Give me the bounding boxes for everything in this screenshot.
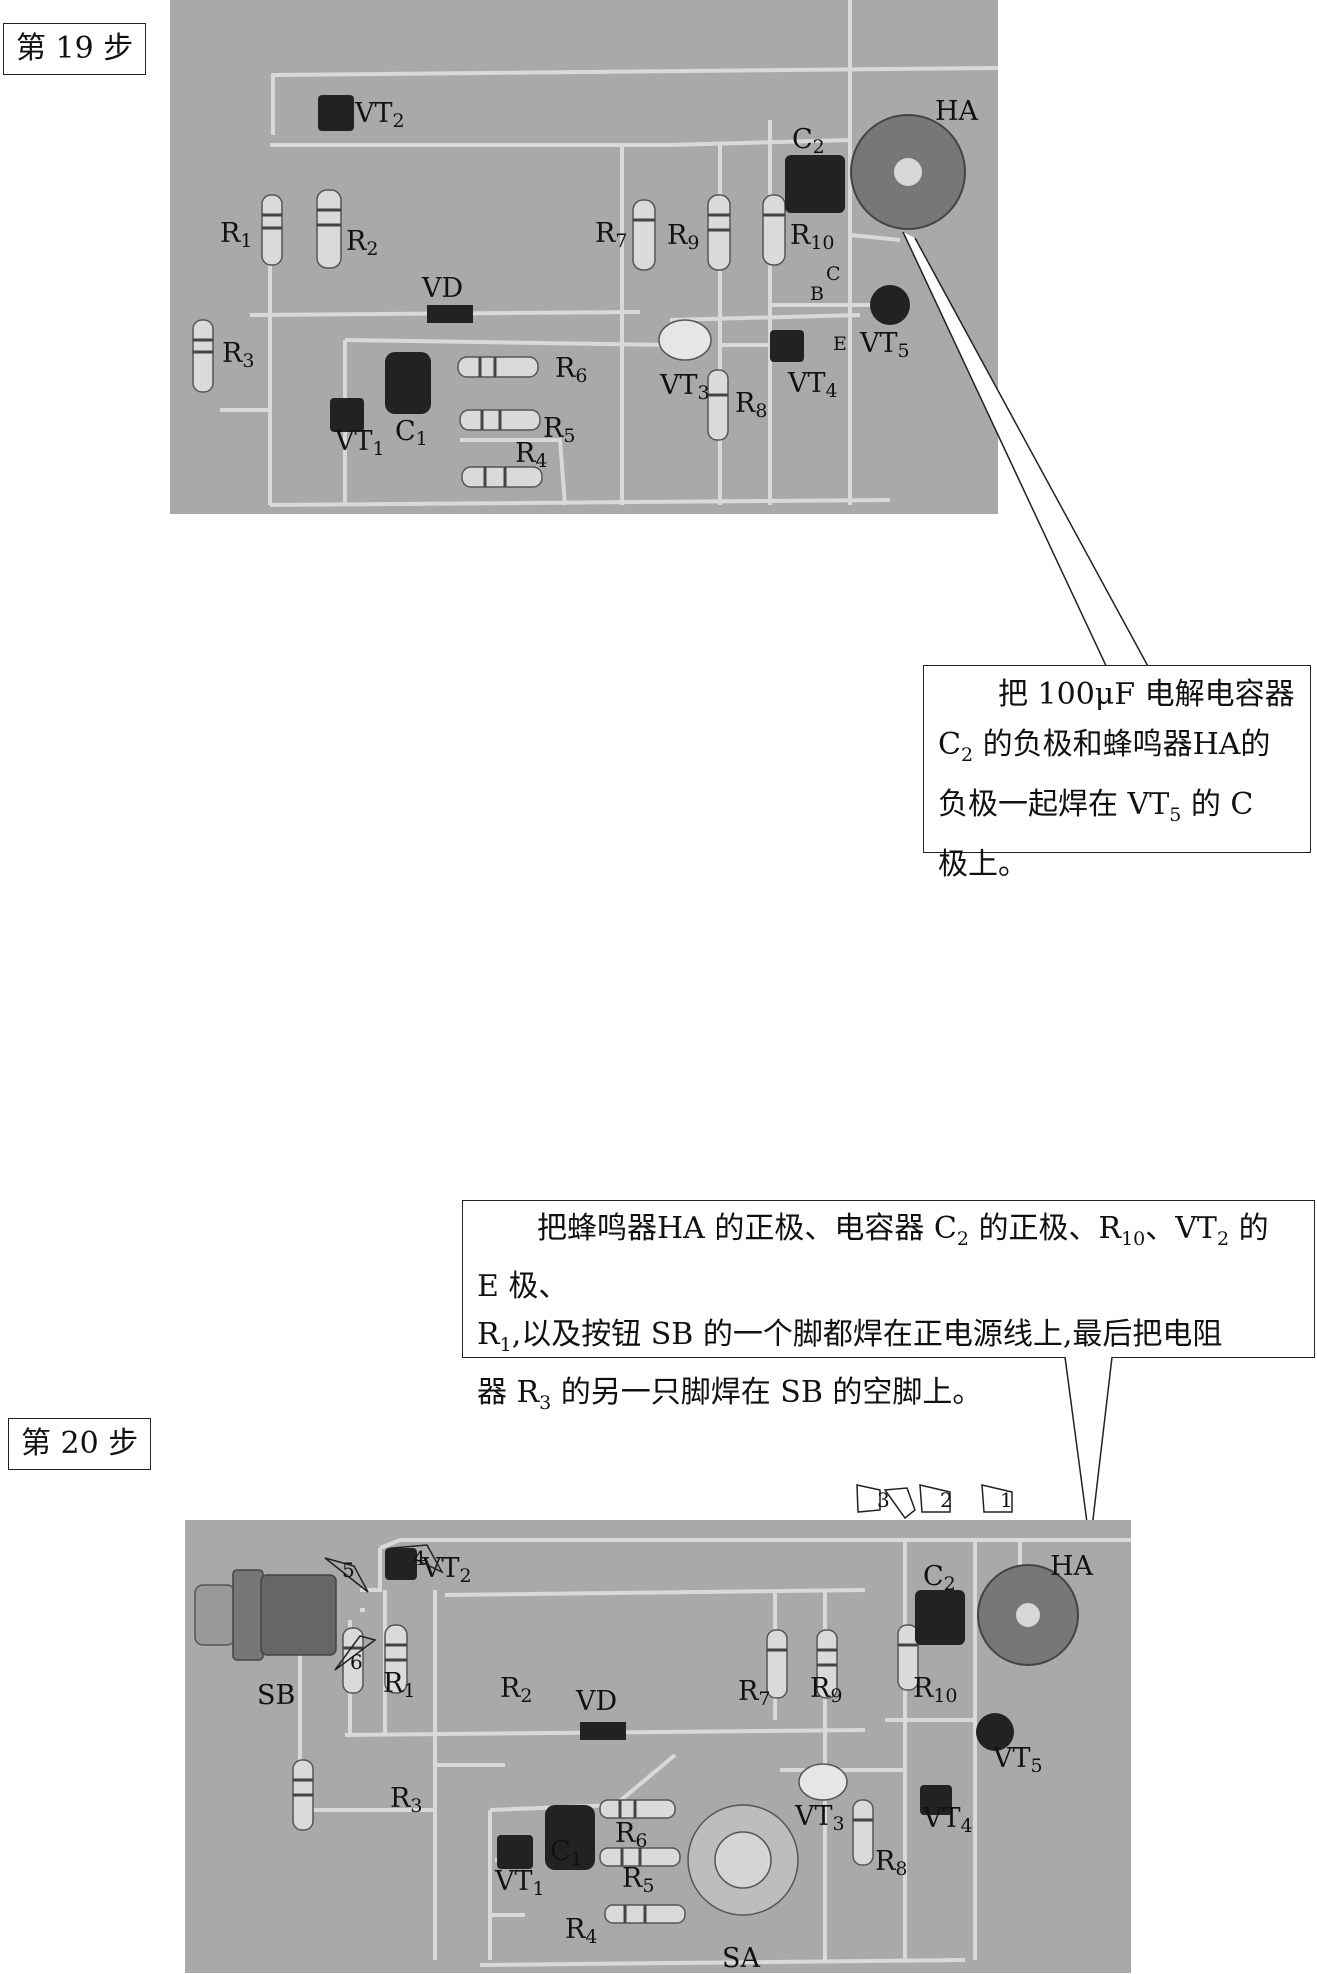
label-vt1: VT1 — [495, 1866, 545, 1900]
label-r4: R4 — [565, 1914, 598, 1948]
step-20-callout-line-2: R1,以及按钮 SB 的一个脚都焊在正电源线上,最后把电阻 — [477, 1317, 1223, 1356]
step-19-callout-line-4: 极上。 — [938, 847, 1028, 882]
label-vt5: VT5 — [993, 1743, 1043, 1777]
label-r1: R1 — [220, 218, 253, 252]
label-r8: R8 — [875, 1846, 908, 1880]
label-sb: SB — [257, 1680, 296, 1711]
label-vd: VD — [576, 1686, 618, 1717]
step-19-callout: 把 100μF 电解电容器 C2 的负极和蜂鸣器HA的 负极一起焊在 VT5 的… — [923, 665, 1311, 882]
label-r5: R5 — [543, 413, 576, 447]
label-pin-e: E — [833, 333, 847, 355]
label-ha: HA — [935, 96, 979, 127]
label-r2: R2 — [346, 226, 379, 260]
step-20-title: 第 20 步 — [8, 1418, 152, 1470]
step-20-circuit-photo: VT2 HA C2 R1 R2 R7 R9 R10 SB VD VT5 R3 V… — [185, 1520, 1131, 1973]
label-r9: R9 — [667, 220, 700, 254]
label-r6: R6 — [555, 353, 588, 387]
label-vt2: VT2 — [355, 98, 405, 132]
step-20-callout-line-1: 把蜂鸣器HA 的正极、电容器 C2 的正极、R10、VT2 的 E 极、 — [477, 1211, 1269, 1304]
label-r10: R10 — [913, 1673, 958, 1707]
marker-4: 4 — [413, 1546, 426, 1570]
label-vt4: VT4 — [788, 368, 838, 402]
label-ha: HA — [1050, 1551, 1094, 1582]
label-r7: R7 — [595, 218, 628, 252]
marker-3: 3 — [877, 1488, 890, 1512]
label-vd: VD — [422, 273, 464, 304]
label-c2: C2 — [923, 1561, 956, 1595]
label-pin-c: C — [826, 263, 841, 285]
step-20-circuit-drawing — [194, 1538, 1131, 1967]
step-19-callout-line-1: 把 100μF 电解电容器 — [998, 677, 1295, 712]
label-r10: R10 — [790, 220, 835, 254]
label-sa: SA — [722, 1943, 760, 1974]
marker-2: 2 — [940, 1488, 953, 1512]
label-r3: R3 — [390, 1783, 423, 1817]
marker-1: 1 — [1000, 1488, 1013, 1512]
step-19-circuit-photo: VT2 HA C2 R1 R2 R7 R9 R10 VD C B E VT5 R… — [170, 0, 998, 514]
step-20-callout-line-3: 器 R3 的另一只脚焊在 SB 的空脚上。 — [477, 1375, 983, 1414]
label-c1: C1 — [395, 416, 428, 450]
label-c2: C2 — [792, 124, 825, 158]
label-r8: R8 — [735, 388, 768, 422]
step-20-callout: 把蜂鸣器HA 的正极、电容器 C2 的正极、R10、VT2 的 E 极、 R1,… — [462, 1200, 1315, 1414]
step-19-callout-line-3: 负极一起焊在 VT5 的 C — [938, 787, 1254, 826]
label-r4: R4 — [515, 438, 548, 472]
label-vt3: VT3 — [795, 1801, 845, 1835]
step-19-callout-line-2: C2 的负极和蜂鸣器HA的 — [938, 727, 1271, 766]
label-vt2: VT2 — [422, 1553, 472, 1587]
marker-6: 6 — [350, 1650, 363, 1674]
label-c1: C1 — [550, 1836, 583, 1870]
label-pin-b: B — [810, 283, 824, 305]
label-r2: R2 — [500, 1673, 533, 1707]
step-19-circuit-drawing — [192, 0, 998, 507]
label-vt3: VT3 — [660, 370, 710, 404]
label-r6: R6 — [615, 1818, 648, 1852]
label-r9: R9 — [810, 1673, 843, 1707]
label-r5: R5 — [622, 1863, 655, 1897]
label-vt4: VT4 — [923, 1803, 973, 1837]
label-r1: R1 — [383, 1668, 416, 1702]
label-vt1: VT1 — [335, 426, 385, 460]
step-19-title: 第 19 步 — [3, 23, 147, 75]
label-vt5: VT5 — [860, 328, 910, 362]
marker-5: 5 — [342, 1558, 355, 1582]
label-r3: R3 — [222, 338, 255, 372]
button-sb-body — [194, 1569, 337, 1661]
label-r7: R7 — [738, 1676, 771, 1710]
